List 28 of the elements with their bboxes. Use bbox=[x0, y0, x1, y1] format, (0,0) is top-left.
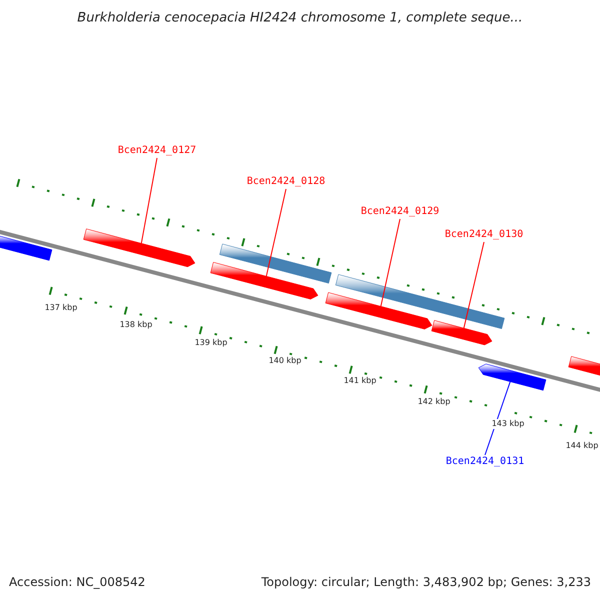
gene-feature bbox=[325, 292, 432, 330]
title: Burkholderia cenocepacia HI2424 chromosome 1, complete seque... bbox=[77, 12, 523, 24]
gene-feature bbox=[210, 262, 318, 300]
gene-label: Bcen2424_0131 bbox=[446, 457, 524, 467]
tick-label: 144 kbp bbox=[564, 441, 600, 451]
leader-line bbox=[463, 242, 484, 329]
tick-label: 137 kbp bbox=[44, 303, 78, 313]
tick-label: 139 kbp bbox=[194, 338, 228, 348]
tick-label: 138 kbp bbox=[118, 320, 154, 330]
leader-line bbox=[380, 218, 400, 307]
feature-bar bbox=[219, 244, 332, 284]
footer-text: Topology: circular; Length: 3,483,902 bp; Genes: 3,233 bbox=[261, 576, 591, 588]
tick-label: 141 kbp bbox=[342, 376, 378, 386]
leader-line bbox=[140, 158, 158, 244]
leader-line bbox=[266, 188, 286, 277]
gene-label: Bcen2424_0129 bbox=[360, 207, 440, 217]
leader-line bbox=[484, 381, 511, 456]
gene-feature bbox=[478, 364, 546, 391]
tick-label: 143 kbp bbox=[490, 419, 526, 429]
gene-feature bbox=[83, 228, 196, 268]
gene-label: Bcen2424_0127 bbox=[118, 146, 196, 156]
gene-label: Bcen2424_0128 bbox=[246, 177, 326, 187]
footer-text: Accession: NC_008542 bbox=[9, 576, 146, 588]
tick-label: 140 kbp bbox=[268, 356, 302, 366]
tick-label: 142 kbp bbox=[416, 397, 452, 407]
gene-label: Bcen2424_0130 bbox=[444, 230, 524, 240]
gene-feature bbox=[431, 320, 492, 346]
gene-feature bbox=[0, 234, 52, 261]
